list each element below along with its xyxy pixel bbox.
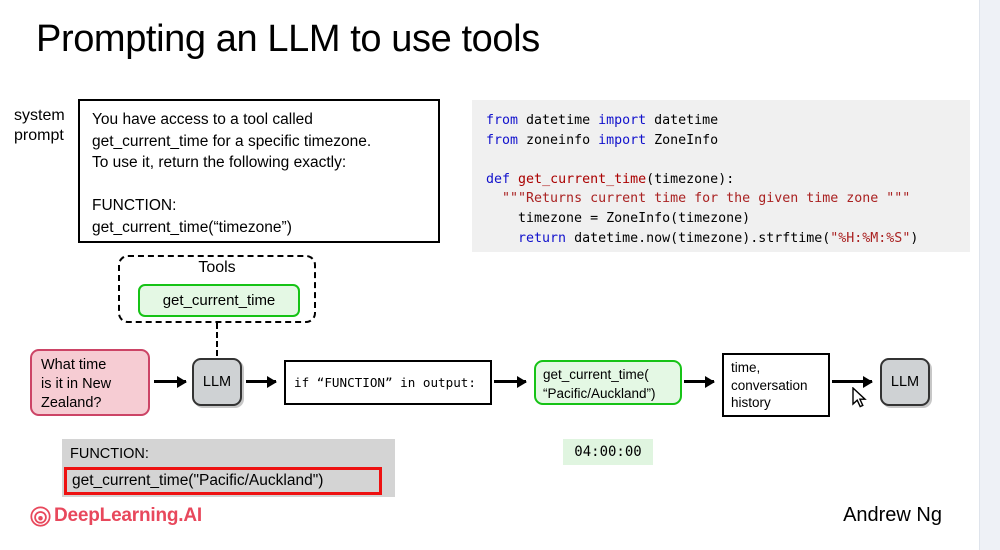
condition-box: if “FUNCTION” in output:: [284, 360, 492, 405]
tools-title: Tools: [198, 259, 236, 276]
llm-node-first: LLM: [192, 358, 242, 406]
deeplearning-ai-logo: DeepLearning.AI: [30, 505, 202, 527]
code-panel: from datetime import datetime from zonei…: [472, 100, 970, 252]
function-output-label: FUNCTION:: [70, 446, 149, 462]
arrow-toolcall-to-history: [684, 375, 715, 388]
system-prompt-text: You have access to a tool called get_cur…: [92, 111, 372, 236]
arrow-history-to-llm2: [832, 375, 873, 388]
tool-chip-get-current-time[interactable]: get_current_time: [138, 284, 300, 317]
arrow-question-to-llm1: [154, 375, 187, 388]
spiral-logo-icon: [30, 505, 51, 527]
author-name: Andrew Ng: [843, 504, 942, 526]
page-title: Prompting an LLM to use tools: [36, 18, 540, 60]
tools-to-llm-dashed-connector: [216, 323, 218, 356]
user-question-box: What time is it in New Zealand?: [30, 349, 150, 416]
llm-node-second: LLM: [880, 358, 930, 406]
time-output-value: 04:00:00: [563, 439, 653, 465]
conversation-history-box: time, conversation history: [722, 353, 830, 417]
arrow-llm1-to-condition: [246, 375, 277, 388]
arrow-condition-to-toolcall: [494, 375, 527, 388]
tools-box: Tools get_current_time: [118, 255, 316, 323]
system-prompt-label: system prompt: [14, 107, 65, 144]
mouse-cursor-icon: [852, 387, 867, 408]
right-panel-divider: [979, 0, 980, 550]
tool-call-box: get_current_time( “Pacific/Auckland”): [534, 360, 682, 405]
right-side-panel: [980, 0, 1000, 550]
brand-text: DeepLearning.AI: [54, 505, 202, 526]
code-listing: from datetime import datetime from zonei…: [486, 113, 919, 246]
function-output-highlighted-call: get_current_time("Pacific/Auckland"): [64, 467, 382, 495]
system-prompt-box: You have access to a tool called get_cur…: [78, 99, 440, 243]
